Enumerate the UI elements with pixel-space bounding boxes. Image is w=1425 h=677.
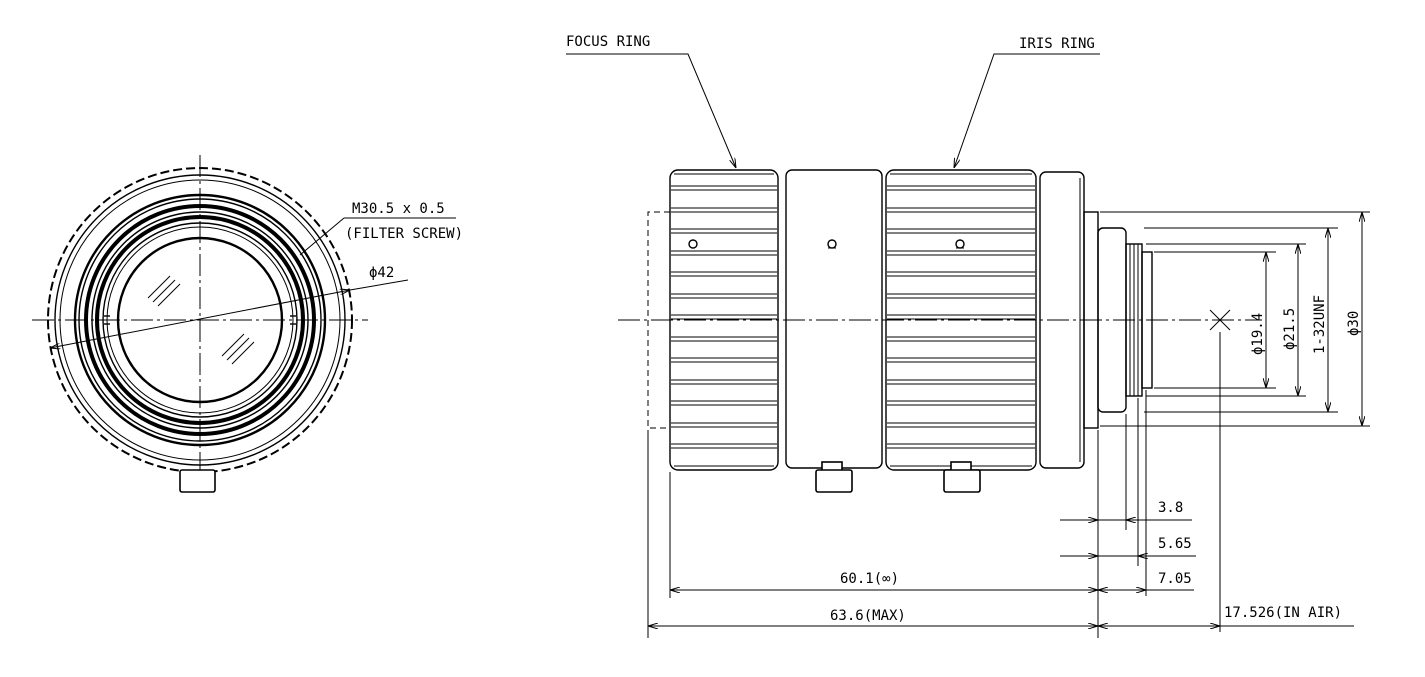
focus-locking-screw (815, 461, 853, 493)
hidden-hood-outline (647, 211, 670, 429)
front-diameter-leader (50, 290, 350, 348)
iris-ring-leader (954, 53, 1100, 168)
middle-barrel (785, 169, 883, 469)
front-view: ϕ42 M30.5 x 0.5 (FILTER SCREW) (32, 155, 463, 493)
mount-thread-label: 1-32UNF (1312, 295, 1328, 354)
focal-point-marker (1209, 309, 1231, 331)
length-max-label: 63.6(MAX) (830, 608, 906, 624)
mount-3-8-label: 3.8 (1158, 500, 1183, 516)
iris-ring-index-mark (955, 239, 965, 249)
focus-ring (669, 169, 779, 471)
length-infinity-label: 60.1(∞) (840, 571, 899, 587)
focus-ring-leader (566, 53, 736, 168)
front-locking-screw (179, 469, 216, 493)
dia-19-4-label: ϕ19.4 (1250, 313, 1266, 355)
side-view: FOCUS RING IRIS RING 60.1(∞) 63.6(MAX) (566, 34, 1370, 638)
mount-5-65-label: 5.65 (1158, 536, 1192, 552)
focus-ring-label: FOCUS RING (566, 34, 650, 50)
iris-ring-label: IRIS RING (1019, 36, 1095, 52)
front-diameter-label: ϕ42 (369, 265, 394, 281)
dia-21-5-label: ϕ21.5 (1282, 308, 1298, 350)
extension-lines (647, 211, 1370, 638)
filter-thread-label: M30.5 x 0.5 (352, 201, 445, 217)
filter-screw-label: (FILTER SCREW) (345, 226, 463, 242)
dia-30-label: ϕ30 (1346, 311, 1362, 336)
focus-ring-index-mark (688, 239, 698, 249)
mount-7-05-label: 7.05 (1158, 571, 1192, 587)
barrel-index-mark (827, 239, 837, 249)
iris-locking-screw (943, 461, 981, 493)
back-focus-label: 17.526(IN AIR) (1224, 605, 1342, 621)
c-mount (1097, 227, 1153, 413)
